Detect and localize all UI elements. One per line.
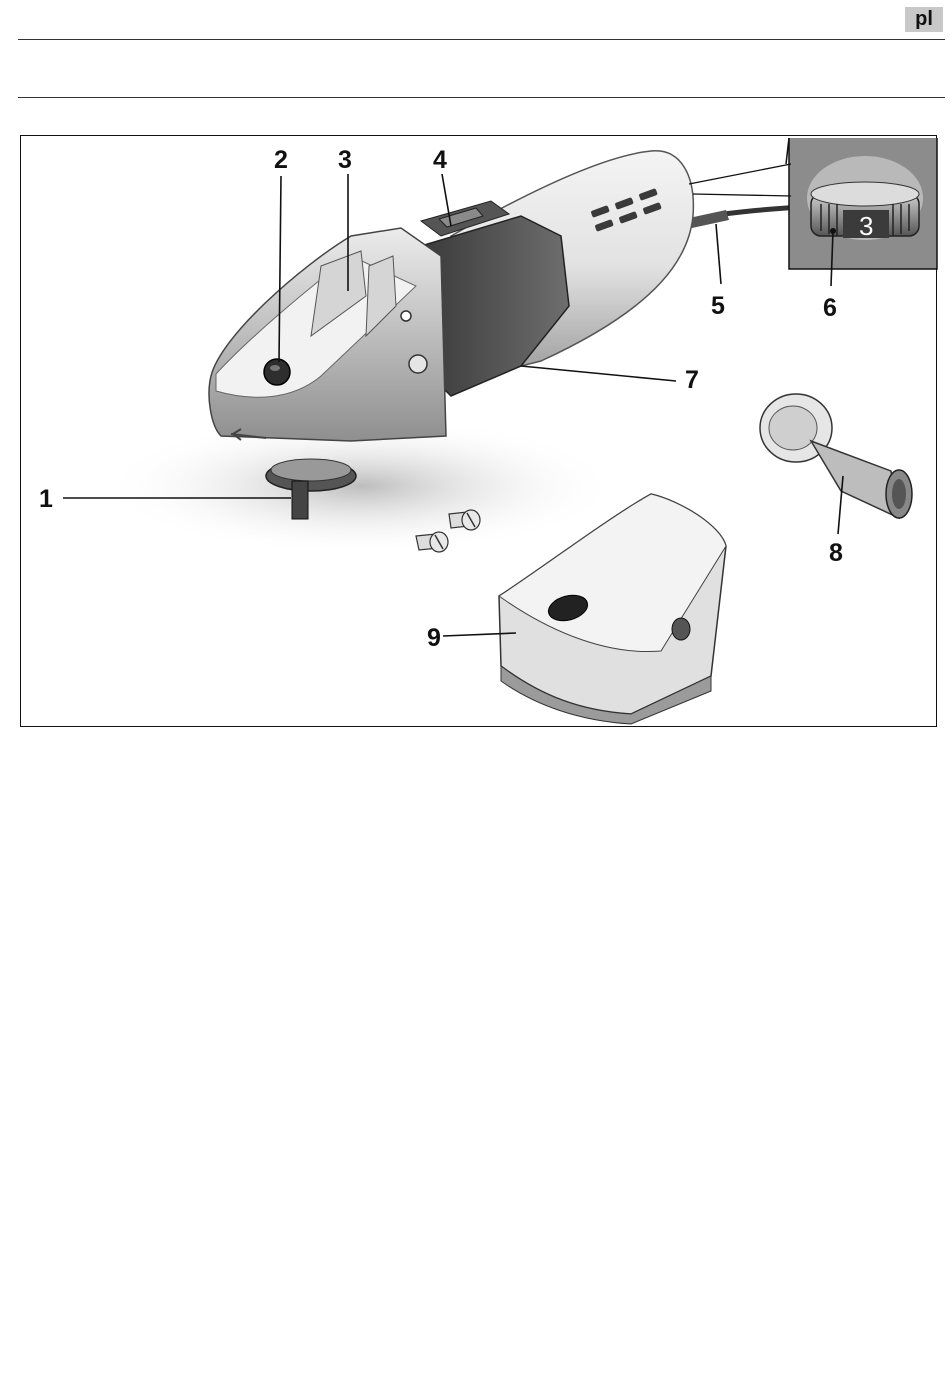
callout-1: 1 [39, 485, 53, 513]
callout-5: 5 [711, 292, 725, 320]
leader-line-5 [716, 224, 721, 284]
callout-4: 4 [433, 146, 447, 174]
inset-link-line-lower [693, 194, 791, 196]
side-screw-upper [401, 311, 411, 321]
speed-dial-inset: 3 [786, 138, 937, 269]
spindle-lock-button [264, 359, 290, 385]
callout-3: 3 [338, 146, 352, 174]
side-handle [760, 394, 912, 518]
spindle [292, 481, 308, 519]
callout-2: 2 [274, 146, 288, 174]
callout-6: 6 [823, 294, 837, 322]
tool-illustration: 3 1 2 3 4 5 6 7 8 9 [21, 136, 938, 728]
header-rule-top [18, 39, 945, 40]
callout-7: 7 [685, 366, 699, 394]
speed-dial-digit: 3 [859, 211, 873, 241]
side-screw-lower [409, 355, 427, 373]
leader-line-7 [521, 366, 676, 381]
callout-8: 8 [829, 539, 843, 567]
language-badge: pl [905, 7, 943, 32]
inset-link-line-upper [689, 164, 791, 184]
callout-9: 9 [427, 624, 441, 652]
tool-figure: 3 1 2 3 4 5 6 7 8 9 [20, 135, 937, 727]
header-rule-bottom [18, 97, 945, 98]
cable-sleeve [689, 210, 729, 228]
leader-dot-6 [830, 228, 836, 234]
